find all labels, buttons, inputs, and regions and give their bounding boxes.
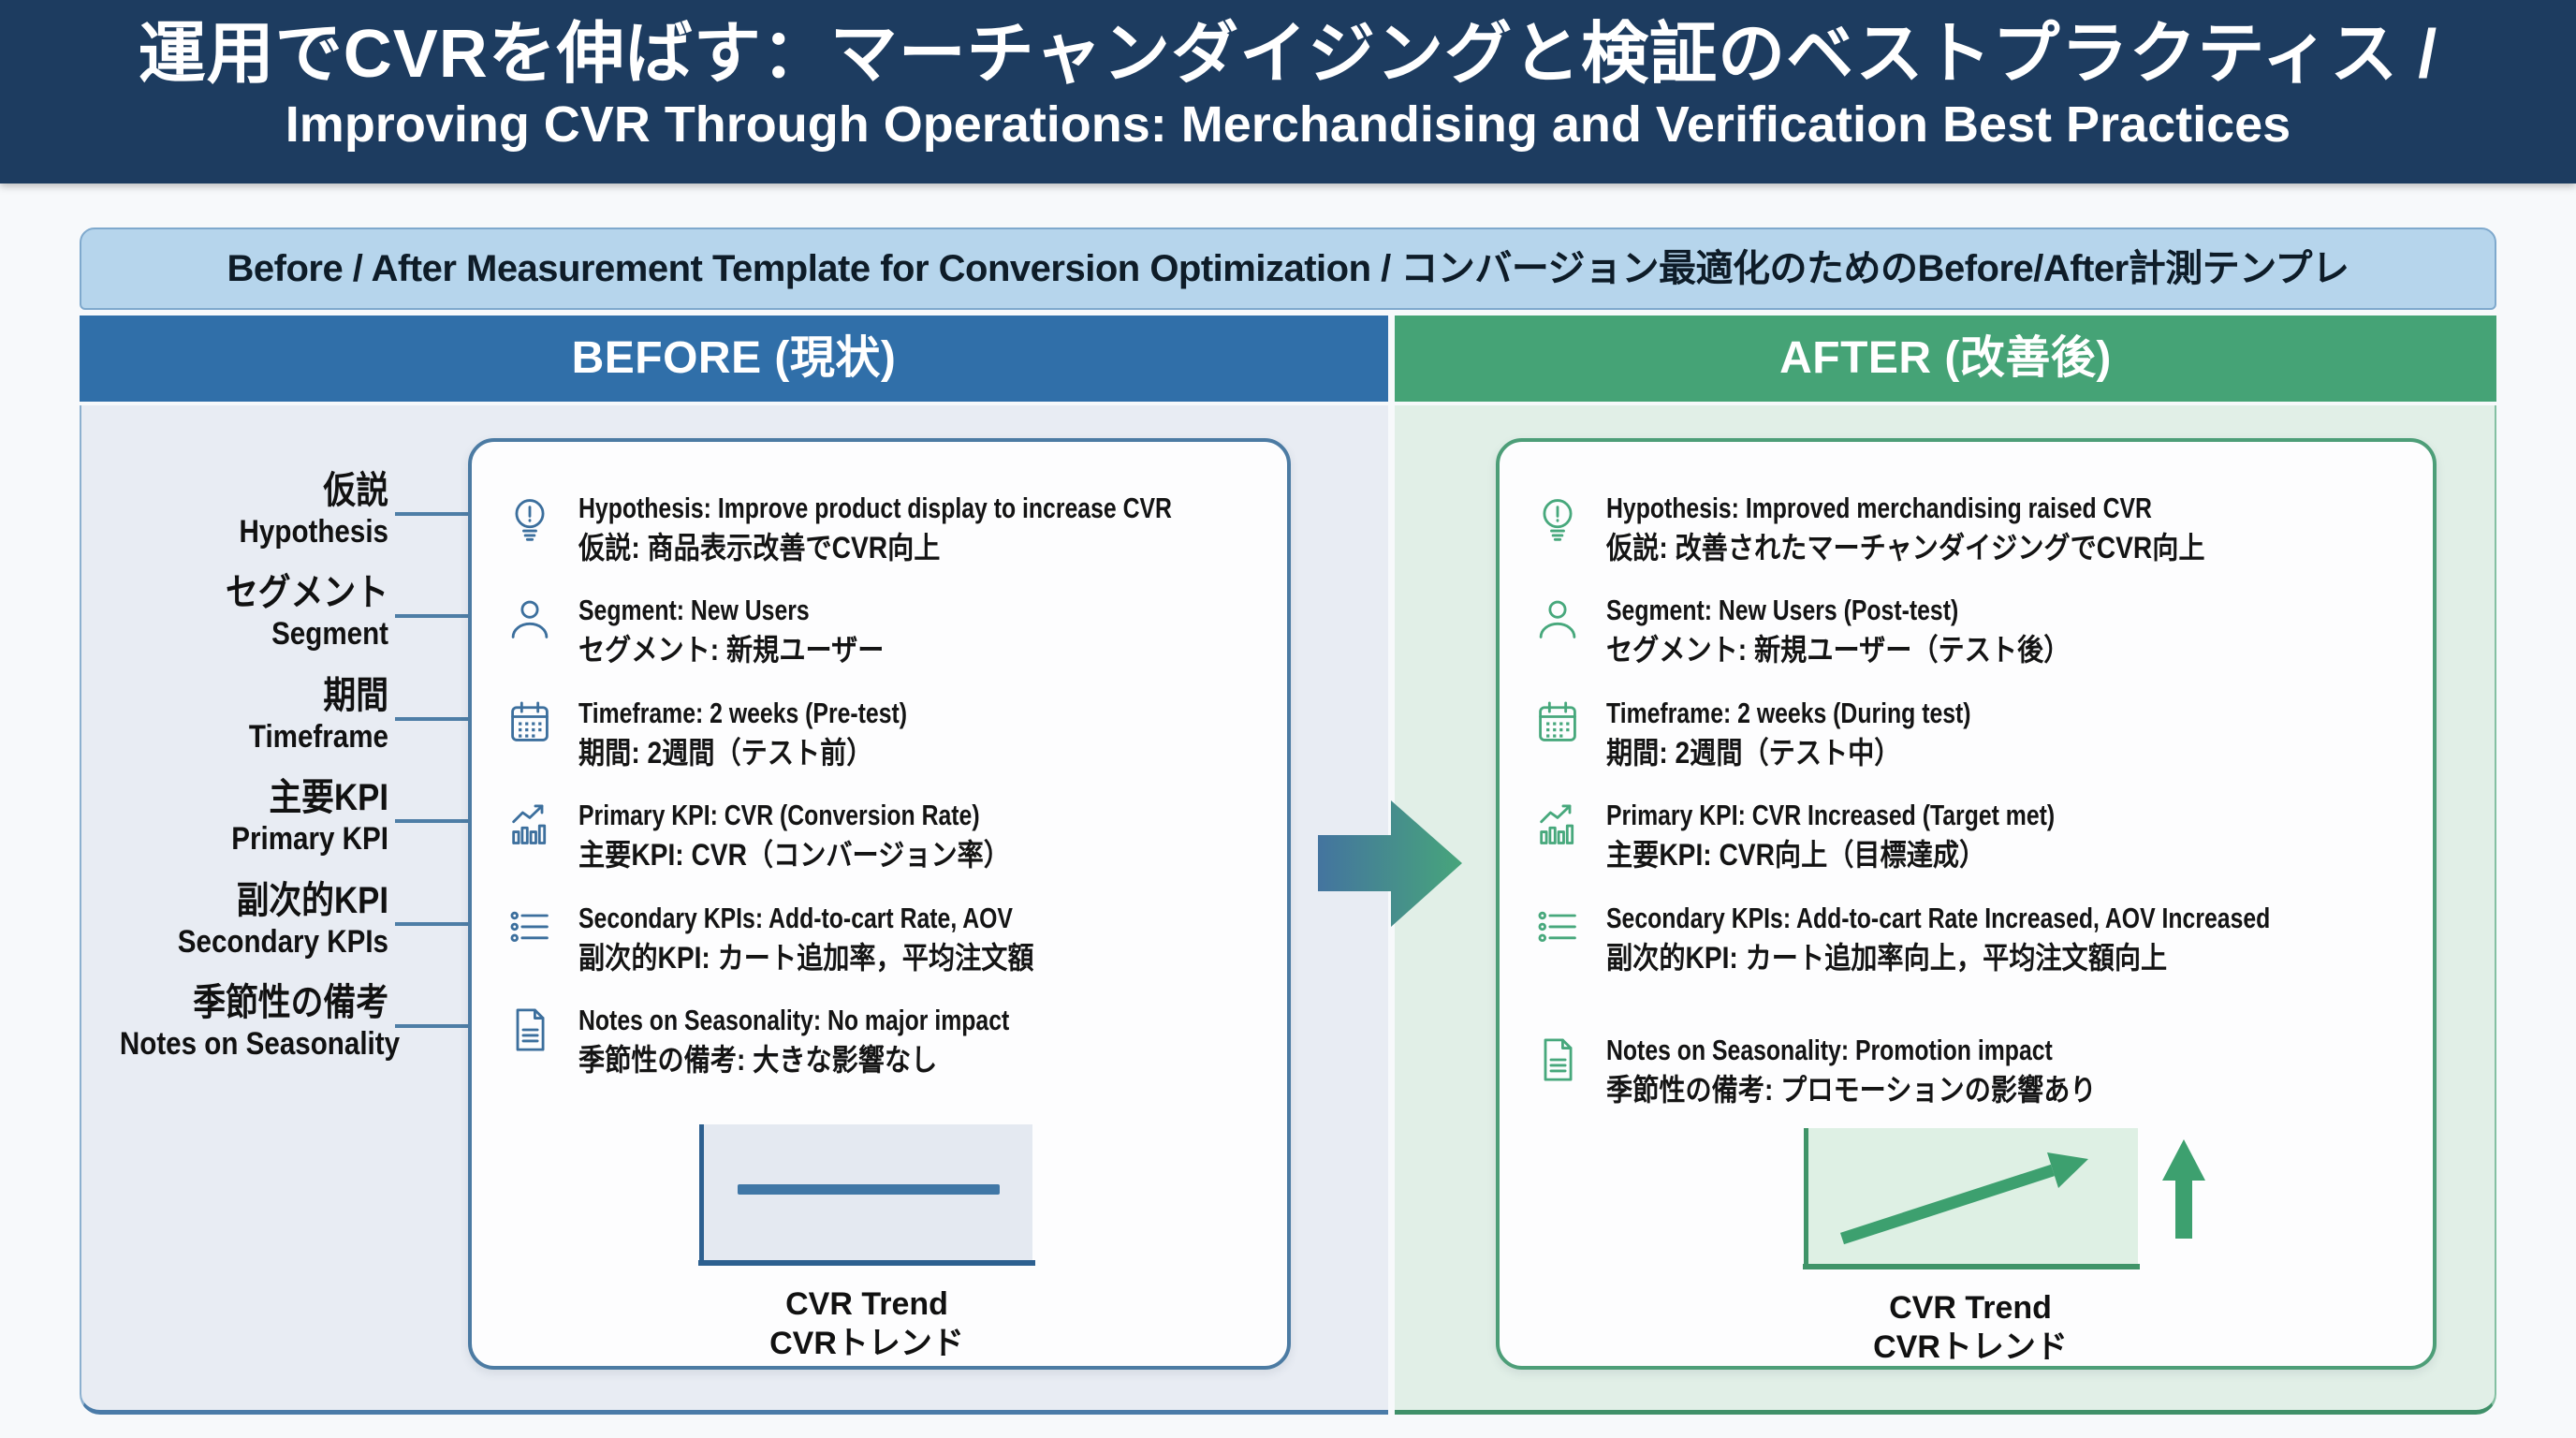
before-row-hypothesis: Hypothesis: Improve product display to i… bbox=[505, 488, 1320, 568]
person-icon bbox=[1533, 595, 1582, 644]
row-text-jp: 期間: 2週間（テスト中） bbox=[1606, 736, 1901, 770]
row-label-segment: セグメント Segment bbox=[120, 571, 388, 653]
list-icon bbox=[505, 903, 554, 952]
after-row-primary-kpi: Primary KPI: CVR Increased (Target met) … bbox=[1533, 795, 2167, 875]
label-connector-line bbox=[395, 1024, 468, 1028]
before-column-header: BEFORE (現状) bbox=[80, 315, 1388, 402]
row-label-jp: 期間 bbox=[323, 675, 388, 716]
after-row-seasonality: Notes on Seasonality: Promotion impact 季… bbox=[1533, 1030, 2164, 1110]
before-row-timeframe: Timeframe: 2 weeks (Pre-test) 期間: 2週間（テス… bbox=[505, 693, 989, 773]
row-label-jp: 季節性の備考 bbox=[193, 982, 388, 1023]
row-text-en: Notes on Seasonality: No major impact bbox=[578, 1004, 1010, 1036]
chart-label-jp: CVRトレンド bbox=[1873, 1329, 2068, 1365]
row-text-jp: 季節性の備考: 大きな影響なし bbox=[578, 1043, 938, 1077]
row-label-en: Secondary KPIs bbox=[177, 924, 388, 960]
row-text-en: Notes on Seasonality: Promotion impact bbox=[1606, 1034, 2053, 1066]
after-column-header: AFTER (改善後) bbox=[1395, 315, 2496, 402]
row-text-jp: 主要KPI: CVR（コンバージョン率） bbox=[578, 838, 1010, 872]
label-connector-line bbox=[395, 819, 468, 823]
slide-title-en: Improving CVR Through Operations: Mercha… bbox=[285, 96, 2291, 153]
chart-label-en: CVR Trend bbox=[785, 1286, 948, 1322]
before-cvr-trend-chart: CVR Trend CVRトレンド bbox=[698, 1124, 1035, 1363]
row-text-jp: 期間: 2週間（テスト前） bbox=[578, 736, 873, 770]
row-text-jp: セグメント: 新規ユーザー（テスト後） bbox=[1606, 633, 2071, 667]
before-row-primary-kpi: Primary KPI: CVR (Conversion Rate) 主要KPI… bbox=[505, 795, 1080, 875]
chart-label-en: CVR Trend bbox=[1889, 1290, 2052, 1326]
row-text-en: Segment: New Users (Post-test) bbox=[1606, 594, 1959, 626]
row-text-en: Secondary KPIs: Add-to-cart Rate Increas… bbox=[1606, 902, 2271, 934]
row-text-en: Timeframe: 2 weeks (Pre-test) bbox=[578, 697, 908, 729]
before-row-seasonality: Notes on Seasonality: No major impact 季節… bbox=[505, 1000, 1117, 1080]
template-header: Before / After Measurement Template for … bbox=[80, 227, 2496, 310]
kpi-chart-icon bbox=[1533, 800, 1582, 849]
slide-title-jp: 運用でCVRを伸ばす：マーチャンダイジングと検証のベストプラクティス / bbox=[138, 17, 2438, 92]
row-text-en: Timeframe: 2 weeks (During test) bbox=[1606, 697, 1971, 729]
before-to-after-arrow-icon bbox=[1318, 800, 1462, 927]
row-text-jp: 主要KPI: CVR向上（目標達成） bbox=[1606, 838, 1986, 872]
after-row-secondary-kpis: Secondary KPIs: Add-to-cart Rate Increas… bbox=[1533, 898, 2486, 978]
flat-trend-chart-icon bbox=[698, 1124, 1035, 1266]
before-after-template-panel: Before / After Measurement Template for … bbox=[80, 227, 2496, 1415]
row-label-primary-kpi: 主要KPI Primary KPI bbox=[120, 776, 388, 858]
lightbulb-icon bbox=[505, 493, 554, 542]
after-row-timeframe: Timeframe: 2 weeks (During test) 期間: 2週間… bbox=[1533, 693, 2062, 773]
person-icon bbox=[505, 595, 554, 644]
before-row-segment: Segment: New Users セグメント: 新規ユーザー bbox=[505, 590, 926, 670]
label-connector-line bbox=[395, 922, 468, 926]
label-connector-line bbox=[395, 614, 468, 618]
calendar-icon bbox=[1533, 698, 1582, 747]
row-label-jp: 主要KPI bbox=[269, 777, 388, 818]
row-text-jp: 季節性の備考: プロモーションの影響あり bbox=[1606, 1073, 2097, 1107]
document-icon bbox=[1533, 1035, 1582, 1084]
after-cvr-trend-chart: CVR Trend CVRトレンド bbox=[1803, 1128, 2217, 1367]
list-icon bbox=[1533, 903, 1582, 952]
row-label-hypothesis: 仮説 Hypothesis bbox=[120, 469, 388, 551]
row-label-en: Segment bbox=[271, 616, 388, 652]
row-label-jp: 副次的KPI bbox=[236, 880, 388, 921]
row-text-en: Hypothesis: Improved merchandising raise… bbox=[1606, 492, 2152, 524]
before-card: Hypothesis: Improve product display to i… bbox=[468, 438, 1291, 1370]
kpi-chart-icon bbox=[505, 800, 554, 849]
label-connector-line bbox=[395, 512, 468, 516]
lightbulb-icon bbox=[1533, 493, 1582, 542]
row-label-en: Hypothesis bbox=[239, 514, 388, 550]
before-row-secondary-kpis: Secondary KPIs: Add-to-cart Rate, AOV 副次… bbox=[505, 898, 1121, 978]
chart-label-jp: CVRトレンド bbox=[769, 1326, 964, 1361]
row-label-jp: セグメント bbox=[226, 572, 388, 613]
row-text-en: Secondary KPIs: Add-to-cart Rate, AOV bbox=[578, 902, 1013, 934]
row-text-en: Primary KPI: CVR (Conversion Rate) bbox=[578, 799, 980, 831]
row-label-timeframe: 期間 Timeframe bbox=[120, 674, 388, 756]
row-label-en: Primary KPI bbox=[231, 821, 388, 857]
document-icon bbox=[505, 1005, 554, 1054]
row-text-jp: 副次的KPI: カート追加率向上，平均注文額向上 bbox=[1606, 941, 2168, 975]
row-label-seasonality: 季節性の備考 Notes on Seasonality bbox=[119, 981, 401, 1064]
row-label-jp: 仮説 bbox=[323, 470, 388, 511]
row-text-jp: セグメント: 新規ユーザー bbox=[578, 633, 885, 667]
row-text-en: Primary KPI: CVR Increased (Target met) bbox=[1606, 799, 2056, 831]
rising-trend-chart-icon bbox=[1803, 1128, 2205, 1269]
row-text-jp: 副次的KPI: カート追加率，平均注文額 bbox=[578, 941, 1034, 975]
row-text-jp: 仮説: 改善されたマーチャンダイジングでCVR向上 bbox=[1606, 531, 2205, 565]
title-band: 運用でCVRを伸ばす：マーチャンダイジングと検証のベストプラクティス / Imp… bbox=[0, 0, 2576, 183]
calendar-icon bbox=[505, 698, 554, 747]
row-label-secondary-kpis: 副次的KPI Secondary KPIs bbox=[120, 879, 388, 961]
after-row-hypothesis: Hypothesis: Improved merchandising raise… bbox=[1533, 488, 2289, 568]
row-text-en: Hypothesis: Improve product display to i… bbox=[578, 492, 1172, 524]
row-text-en: Segment: New Users bbox=[578, 594, 810, 626]
row-text-jp: 仮説: 商品表示改善でCVR向上 bbox=[578, 531, 941, 565]
after-row-segment: Segment: New Users (Post-test) セグメント: 新規… bbox=[1533, 590, 2133, 670]
row-label-en: Timeframe bbox=[248, 719, 388, 755]
row-label-en: Notes on Seasonality bbox=[119, 1026, 401, 1062]
label-connector-line bbox=[395, 717, 468, 721]
